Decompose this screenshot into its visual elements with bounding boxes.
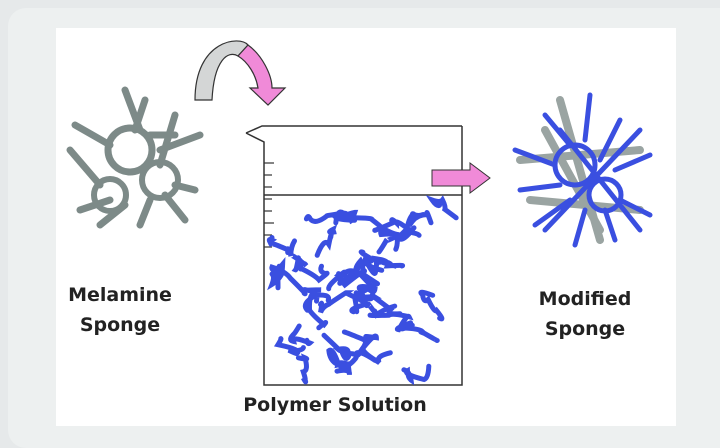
polymer-chain: [352, 293, 398, 319]
polymer-chain: [269, 264, 308, 297]
polymer-chain: [267, 257, 286, 291]
polymer-chain: [288, 238, 309, 273]
modified-sponge-icon: [512, 92, 653, 248]
polymer-chain: [331, 209, 359, 225]
polymer-chain: [314, 224, 338, 258]
diagram: [66, 40, 653, 386]
beaker-icon: [245, 125, 463, 386]
right-arrow-icon: [431, 162, 491, 194]
polymer-chain: [302, 292, 329, 331]
melamine-label-line1: Melamine: [68, 284, 172, 306]
polymer-chain: [266, 235, 291, 255]
melamine-sponge-icon: [66, 86, 204, 229]
modified-label-line2: Sponge: [544, 318, 626, 340]
polymer-chain: [425, 195, 459, 221]
polymer-chain: [399, 322, 440, 344]
polymer-chain: [326, 268, 376, 292]
polymer-chain: [349, 272, 381, 315]
polymer-solution-label: Polymer Solution: [243, 394, 427, 416]
polymer-chain: [418, 289, 445, 322]
polymer-chains: [266, 195, 459, 386]
polymer-chain: [288, 323, 315, 347]
polymer-chain: [372, 217, 422, 238]
polymer-chain: [326, 347, 359, 369]
polymer-chain: [395, 211, 417, 242]
polymer-chain: [296, 257, 330, 284]
polymer-chain: [336, 256, 368, 289]
polymer-chain: [300, 287, 332, 304]
polymer-chain: [341, 329, 378, 363]
curved-arrow-icon: [194, 40, 287, 106]
polymer-chain: [371, 255, 405, 269]
polymer-chain: [358, 249, 385, 276]
polymer-chain: [273, 336, 306, 357]
polymer-chain: [409, 210, 434, 229]
polymer-chain: [318, 290, 364, 314]
modified-label-line1: Modified: [538, 288, 632, 310]
polymer-chain: [295, 353, 310, 385]
polymer-chain: [401, 363, 432, 386]
figure-panel: [56, 28, 676, 426]
melamine-label-line2: Sponge: [79, 314, 161, 336]
polymer-chain: [303, 209, 350, 226]
